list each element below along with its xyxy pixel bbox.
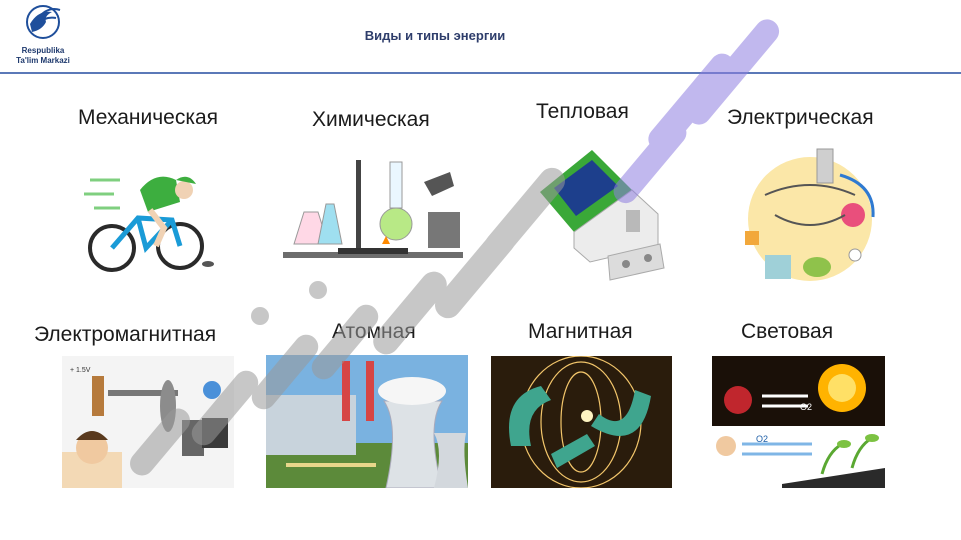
electromagnetic-experiment-image: + 1.5V (62, 356, 234, 488)
dove-icon (26, 5, 61, 39)
electric-appliances-image (735, 145, 885, 285)
republic-education-center-logo: Respublika Ta'lim Markazi (8, 2, 78, 70)
solar-house-image (530, 140, 670, 285)
light-photosynthesis-image: O2 O2 (712, 356, 885, 488)
magnets-image (491, 356, 672, 488)
cyclist-image (80, 150, 220, 275)
logo-text-line2: Ta'lim Markazi (16, 56, 70, 65)
label-electrical: Электрическая (727, 106, 874, 129)
oxygen-label-top: O2 (800, 402, 812, 412)
label-mechanical: Механическая (78, 106, 219, 129)
label-magnetic: Магнитная (528, 320, 633, 343)
chemistry-lab-image (278, 152, 468, 262)
label-atomic: Атомная (332, 320, 416, 343)
label-chemical: Химическая (312, 108, 430, 131)
nuclear-power-plant-image (266, 355, 468, 488)
label-thermal: Тепловая (536, 100, 629, 123)
label-electromagnetic: Электромагнитная (34, 323, 217, 346)
label-light: Световая (741, 320, 834, 343)
header-divider (0, 72, 961, 74)
oxygen-label-bottom: O2 (756, 434, 768, 444)
logo-text-line1: Respublika (21, 46, 65, 55)
page-title: Виды и типы энергии (364, 28, 506, 43)
coil-voltage-label: + 1.5V (70, 367, 91, 374)
